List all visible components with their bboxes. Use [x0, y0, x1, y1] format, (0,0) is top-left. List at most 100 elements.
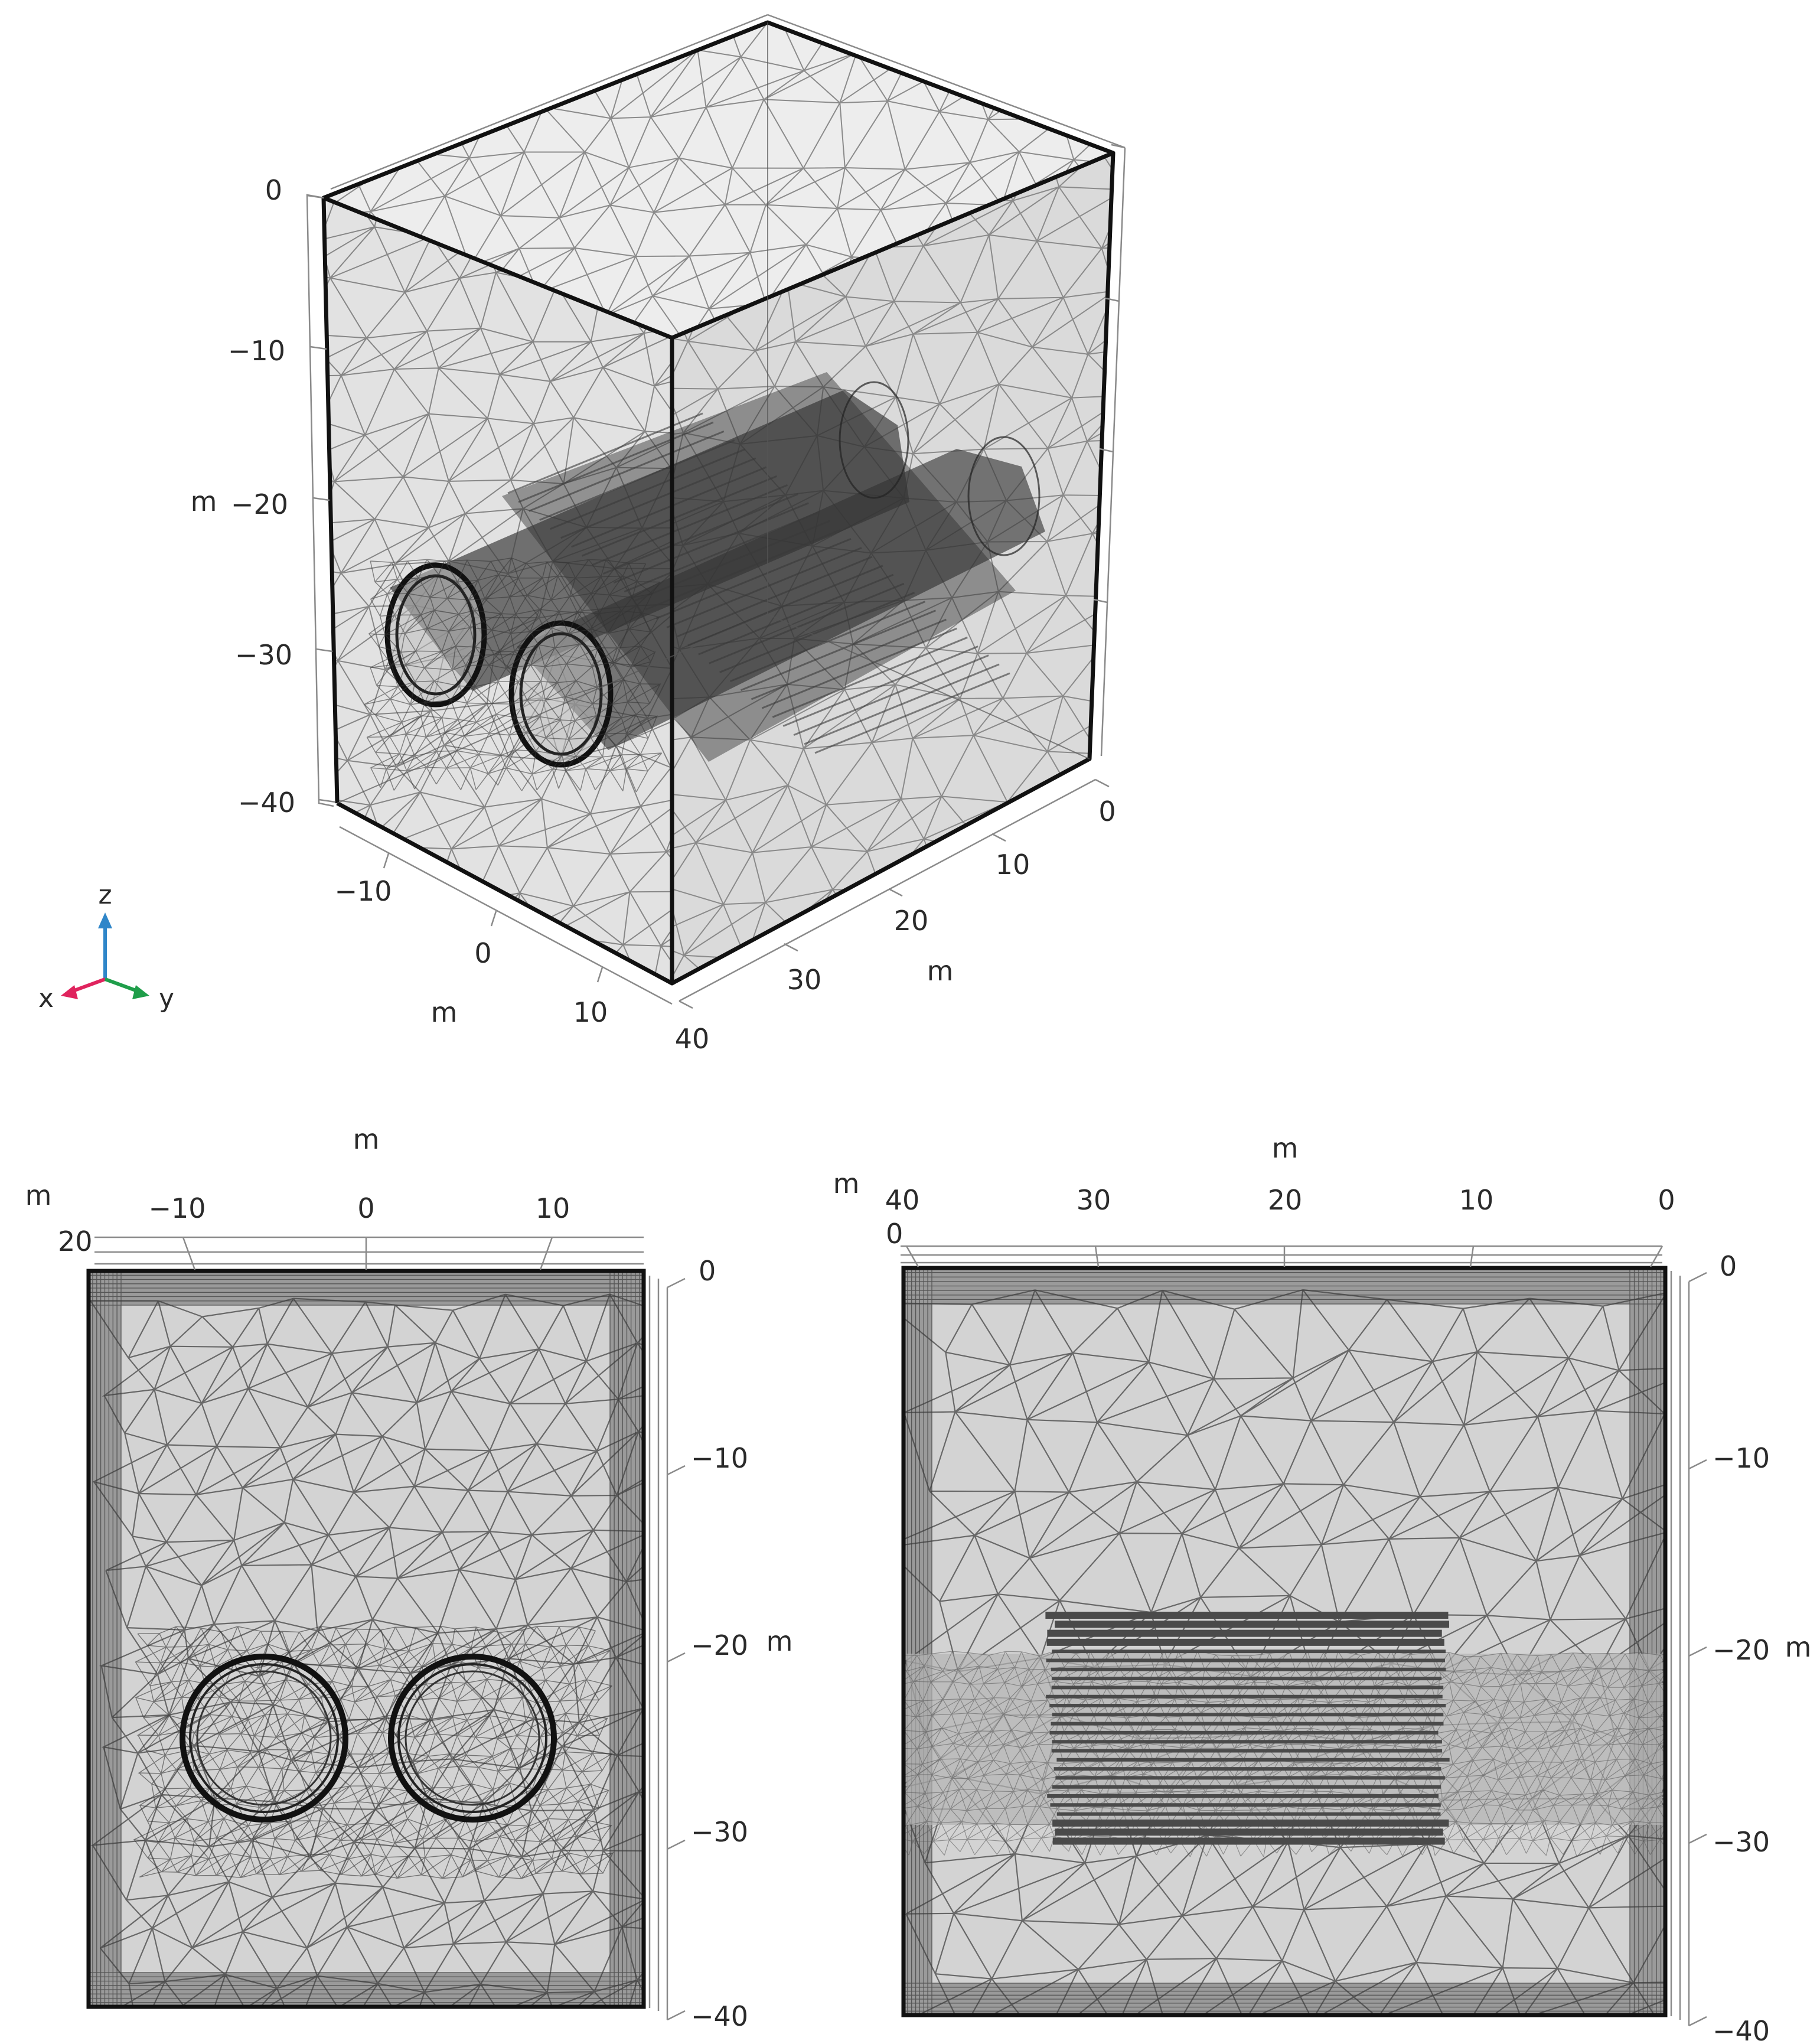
iso-streak [709, 582, 905, 664]
front-axes [94, 1236, 686, 2021]
front-box-edge [86, 1269, 646, 2009]
iso-streak [592, 484, 788, 566]
front-right-tick-3: −30 [691, 1816, 748, 1848]
iso-cylinder-end-back-2 [967, 436, 1041, 556]
iso-streak [571, 466, 767, 548]
iso-portal-mesh [364, 558, 663, 793]
front-mesh [90, 1293, 644, 2007]
side-top-unit: m [1272, 1132, 1299, 1164]
triad-z-label: z [98, 880, 112, 910]
iso-y-tick-2: 20 [894, 905, 929, 937]
iso-streak [666, 547, 862, 628]
side-axis-labels: 40 30 20 10 0 m 0 m 0 −10 −20 −30 −40 m [833, 1132, 1812, 2044]
iso-streak [719, 592, 915, 673]
frontBorderMesh-hatch [89, 1271, 644, 1306]
side-box-edge [901, 1266, 1668, 2017]
iso-streak [624, 511, 820, 593]
iso-view: 0 −10 −20 −30 −40 m −10 0 10 m 0 10 20 3… [38, 14, 1126, 1055]
iso-streak [772, 636, 968, 718]
iso-top-face [324, 22, 1113, 338]
side-right-tick-1: −10 [1713, 1442, 1770, 1474]
iso-streak [687, 565, 883, 647]
iso-streak [782, 646, 979, 727]
iso-x-tick-2: 10 [573, 996, 608, 1028]
iso-streak [560, 457, 756, 539]
iso-streak [550, 448, 746, 530]
front-dense-mesh [132, 1626, 614, 1879]
front-right-tick-2: −20 [691, 1629, 748, 1661]
axis-triad: z x y [38, 880, 174, 1013]
iso-back-edges [337, 22, 1090, 804]
front-border-mesh [89, 1271, 644, 2007]
front-corner-tick: 20 [58, 1225, 93, 1257]
iso-y-axis-line [679, 778, 1096, 1002]
iso-z-tick-2: −20 [231, 488, 288, 520]
side-right-tick-3: −30 [1713, 1826, 1770, 1858]
iso-y-tick-4: 40 [675, 1023, 710, 1055]
front-right-unit: m [767, 1625, 793, 1657]
iso-tunnel-back-left [390, 390, 909, 691]
side-top-tick-2: 20 [1268, 1184, 1303, 1216]
iso-y-tick-1: 10 [996, 849, 1030, 881]
iso-streak [677, 556, 873, 638]
iso-y-tick-0: 0 [1098, 796, 1116, 827]
front-tunnel-left [180, 1654, 348, 1823]
iso-streak [761, 627, 957, 709]
side-view: 40 30 20 10 0 m 0 m 0 −10 −20 −30 −40 m [833, 1132, 1812, 2044]
iso-streak [698, 573, 894, 656]
front-right-tick-1: −10 [691, 1442, 748, 1474]
iso-streak [602, 493, 798, 575]
iso-box [321, 20, 1116, 986]
front-top-unit: m [353, 1123, 380, 1155]
side-top-tick-3: 10 [1459, 1184, 1494, 1216]
iso-x-unit: m [431, 996, 458, 1028]
iso-streak [645, 529, 841, 611]
sideBorderMesh-hatch [904, 1268, 932, 2015]
iso-streak [814, 672, 1010, 754]
isoPortalMesh-lines [364, 558, 663, 793]
iso-x-tick-1: 0 [474, 937, 491, 969]
front-top-tick-2: 10 [536, 1192, 570, 1224]
iso-tunnel-back-right [517, 449, 1045, 750]
iso-streak [518, 421, 714, 503]
side-top-tick-0: 40 [885, 1184, 920, 1216]
iso-streak [613, 502, 809, 584]
frontMesh-lines [90, 1293, 644, 2007]
iso-x-axis-line [339, 826, 673, 1005]
side-top-tick-4: 0 [1658, 1184, 1675, 1216]
side-right-unit: m [1785, 1631, 1812, 1663]
side-axes [901, 1245, 1707, 2027]
front-right-tick-4: −40 [691, 2000, 748, 2032]
iso-axis-labels: 0 −10 −20 −30 −40 m −10 0 10 m 0 10 20 3… [191, 174, 1116, 1055]
front-right-tick-0: 0 [699, 1255, 716, 1287]
iso-streak [634, 520, 830, 602]
triad-y-label: y [159, 983, 174, 1013]
iso-y-unit: m [927, 955, 954, 987]
side-corner-tick: 0 [886, 1218, 903, 1250]
side-right-tick-4: −40 [1713, 2015, 1770, 2044]
side-right-tick-2: −20 [1713, 1634, 1770, 1666]
triad-x-label: x [38, 983, 54, 1013]
iso-streak [804, 663, 1000, 745]
iso-top-axis-line [330, 14, 768, 190]
iso-tunnel-streaks [507, 412, 1010, 754]
iso-streak [793, 654, 989, 736]
iso-axis-ticks [306, 144, 1126, 1009]
iso-z-tick-0: 0 [265, 174, 282, 206]
iso-z-tick-1: −10 [228, 335, 285, 367]
iso-tunnel-portal-right [508, 620, 614, 768]
side-top-tick-1: 30 [1077, 1184, 1111, 1216]
side-liner-streaks [1045, 1612, 1450, 1845]
iso-cylinder-end-back-1 [839, 381, 909, 499]
iso-z-unit: m [191, 485, 217, 517]
side-corner-unit: m [833, 1168, 860, 1199]
iso-x-tick-0: −10 [334, 875, 392, 907]
iso-z-tick-3: −30 [235, 639, 292, 671]
iso-streak [740, 609, 937, 692]
frontDense-lines [132, 1626, 614, 1879]
iso-top-axis-line-2 [767, 14, 1126, 149]
front-top-tick-1: 0 [357, 1192, 374, 1224]
front-view: −10 0 10 m 20 m 0 −10 −20 −30 −40 m [25, 1123, 793, 2032]
iso-streak [751, 618, 947, 700]
